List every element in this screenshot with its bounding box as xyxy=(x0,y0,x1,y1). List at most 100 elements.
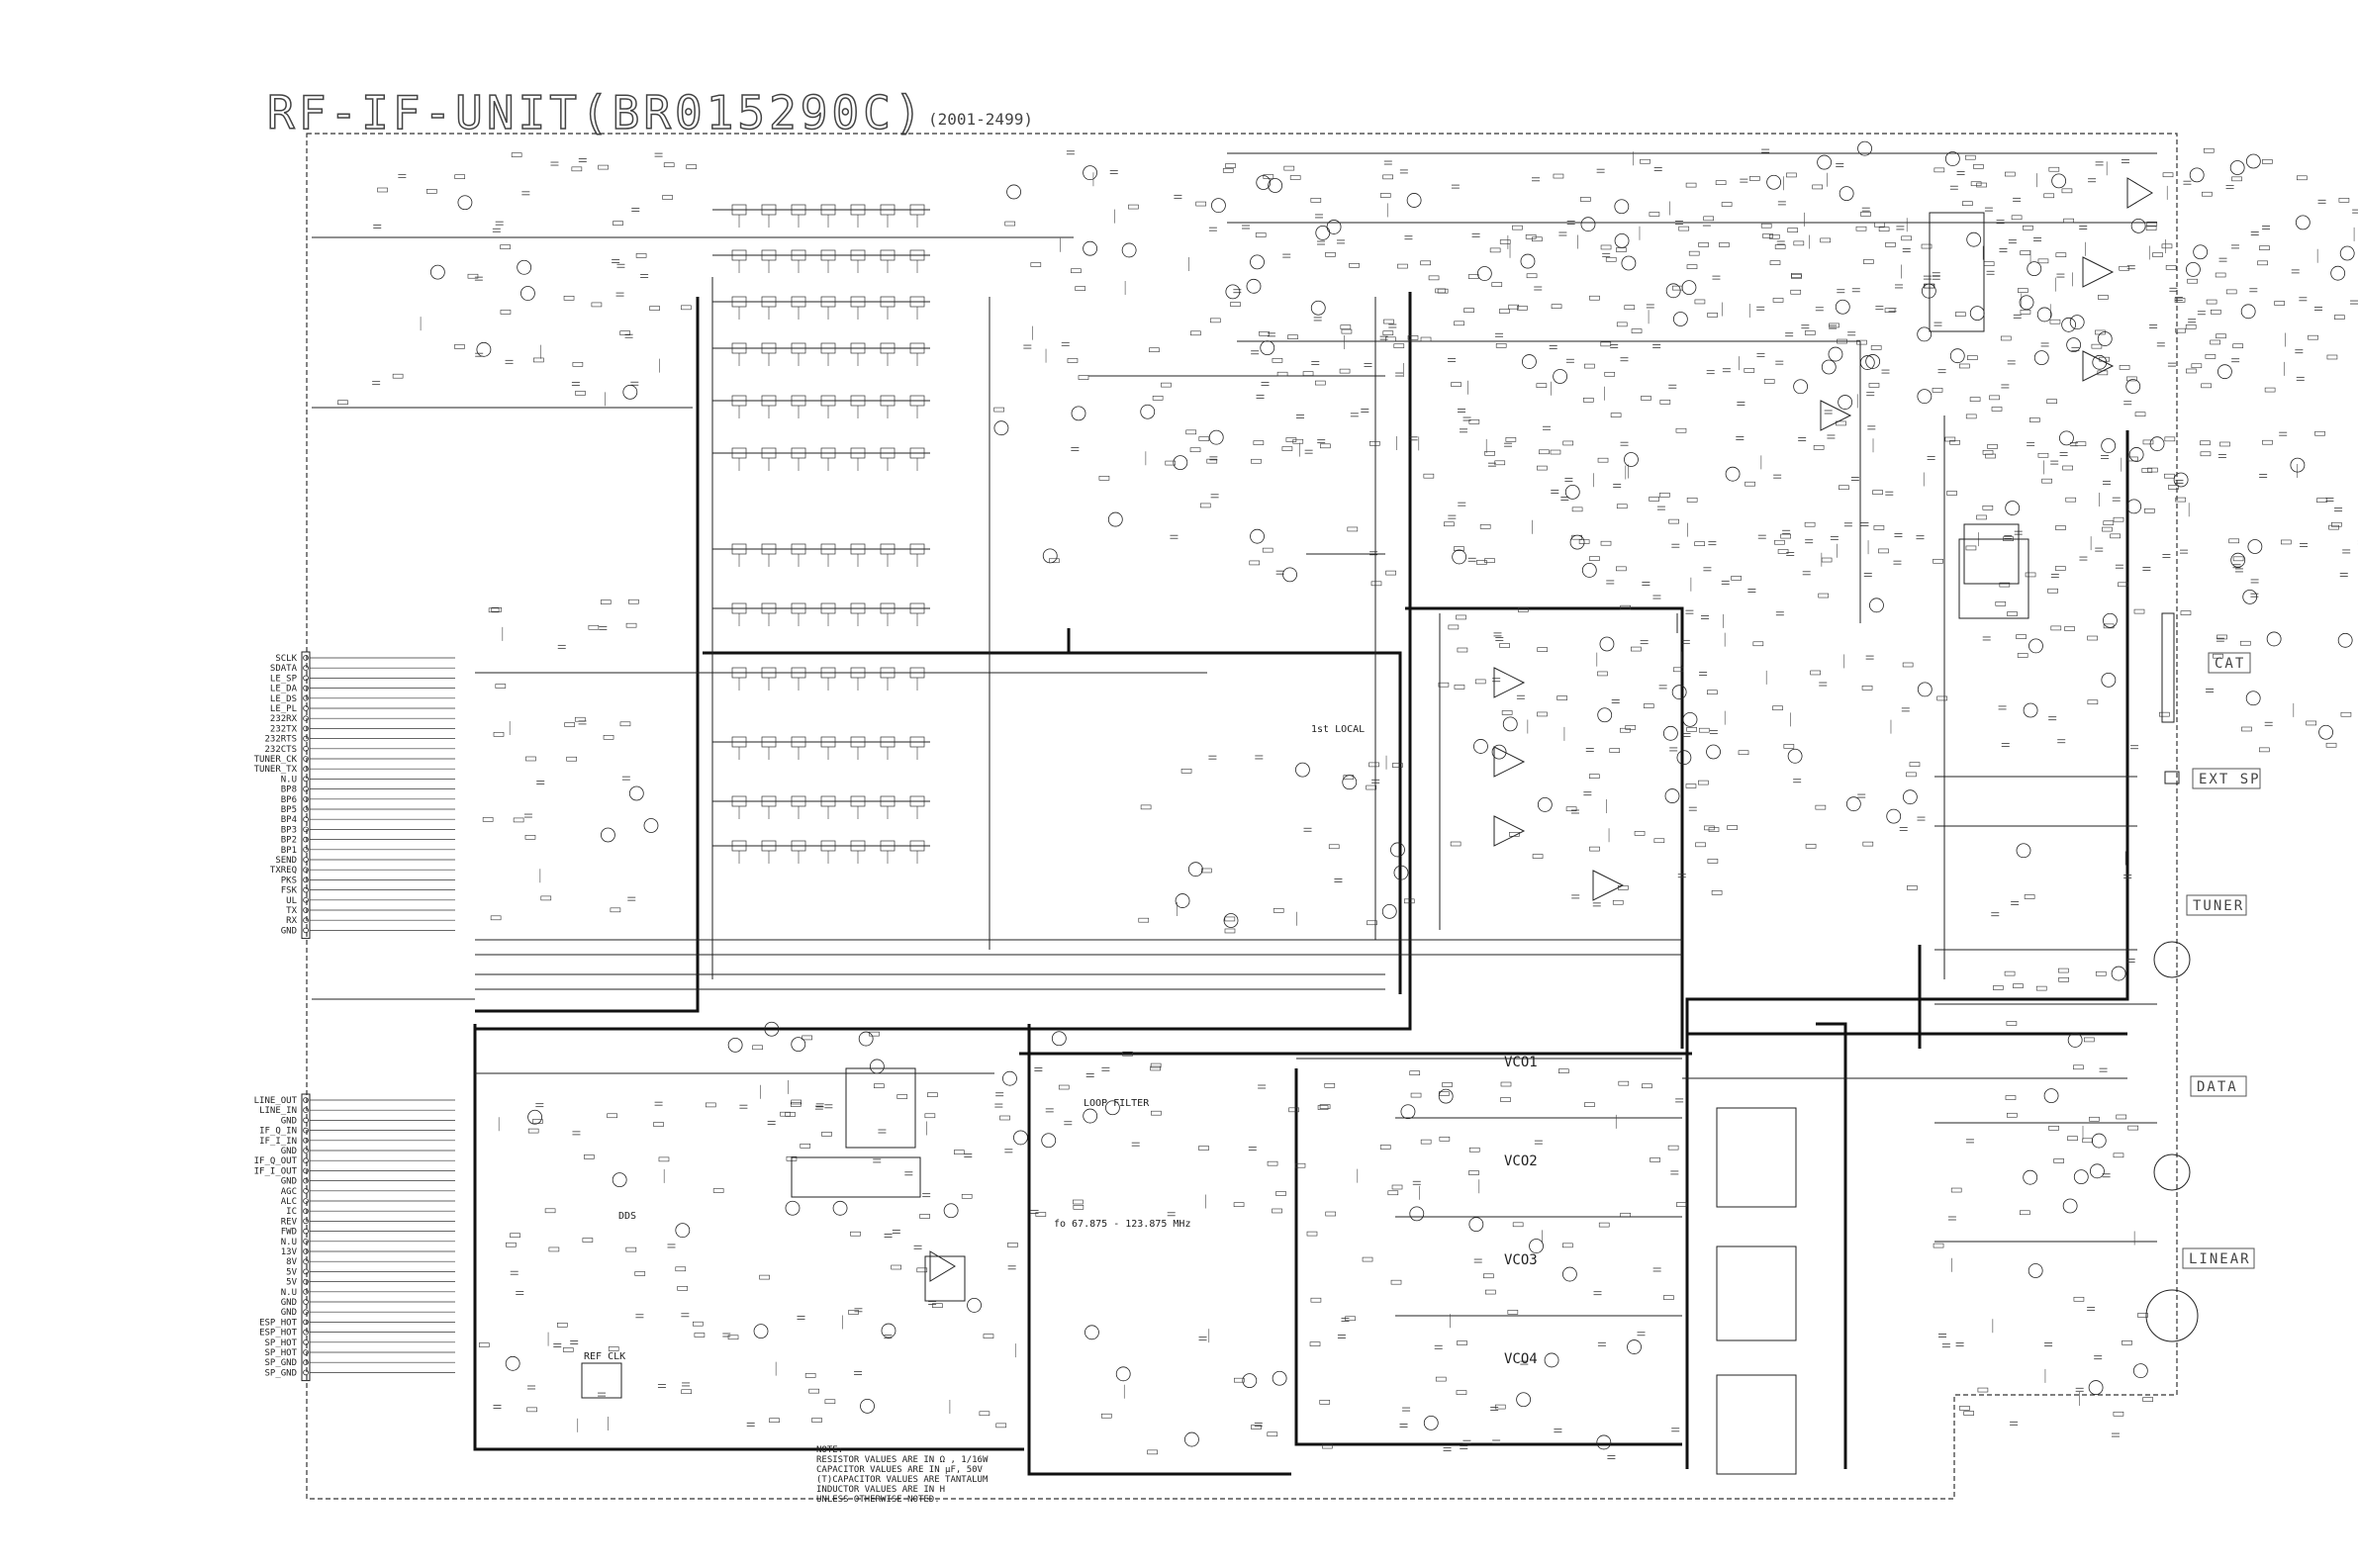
resistor-symbol xyxy=(1071,268,1082,274)
resistor-symbol xyxy=(1390,1279,1402,1285)
resistor-symbol xyxy=(2164,436,2176,442)
resistor-symbol xyxy=(1698,242,1709,247)
notes-block: NOTE: RESISTOR VALUES ARE IN Ω , 1/16W C… xyxy=(816,1445,989,1505)
transistor-symbol xyxy=(727,1037,743,1053)
resistor-symbol xyxy=(1597,671,1608,677)
resistor-symbol xyxy=(2314,430,2325,436)
resistor-symbol xyxy=(1439,1136,1451,1142)
transistor-symbol xyxy=(2330,265,2346,281)
resistor-symbol xyxy=(2191,363,2203,369)
transistor-symbol xyxy=(1208,429,1224,445)
connector-pin-label: UL xyxy=(286,896,297,906)
connector-pin xyxy=(303,1278,309,1285)
transistor-symbol xyxy=(1766,174,1782,190)
resistor-symbol xyxy=(1499,643,1510,648)
resistor-symbol xyxy=(1963,1411,1974,1416)
transistor-symbol xyxy=(1381,903,1397,919)
ext-sp-jack xyxy=(2164,771,2180,784)
transistor-symbol xyxy=(1310,300,1326,316)
resistor-symbol xyxy=(1612,899,1624,905)
resistor-symbol xyxy=(1474,679,1486,685)
resistor-symbol xyxy=(1600,244,1612,250)
resistor-symbol xyxy=(1263,174,1274,179)
resistor-symbol xyxy=(1686,498,1698,503)
connector-pin-label: FSK xyxy=(281,886,298,896)
resistor-symbol xyxy=(1556,695,1567,700)
resistor-symbol xyxy=(1676,1202,1687,1207)
connector-pin-label: N.U xyxy=(281,1238,297,1247)
vco3-label: VCO3 xyxy=(1504,1252,1538,1268)
resistor-symbol xyxy=(1774,539,1785,545)
transistor-symbol xyxy=(1294,762,1310,778)
resistor-symbol xyxy=(1762,233,1773,238)
resistor-symbol xyxy=(1251,1425,1262,1430)
ic-bottom-center xyxy=(924,1255,966,1302)
connector-pin xyxy=(303,1188,309,1194)
resistor-symbol xyxy=(1790,289,1802,295)
transistor-symbol xyxy=(785,1200,801,1216)
resistor-symbol xyxy=(1969,397,1981,402)
transistor-symbol xyxy=(1516,1392,1532,1408)
resistor-symbol xyxy=(1276,371,1288,377)
resistor-symbol xyxy=(1821,557,1833,563)
resistor-symbol xyxy=(2116,1114,2127,1120)
resistor-symbol xyxy=(625,1246,637,1252)
transistor-symbol xyxy=(2128,447,2144,462)
transistor-symbol xyxy=(628,785,644,801)
resistor-symbol xyxy=(1769,260,1781,265)
resistor-symbol xyxy=(634,1271,646,1276)
resistor-symbol xyxy=(919,1214,930,1219)
ic-right-lower-3 xyxy=(1716,1374,1797,1475)
resistor-symbol xyxy=(2020,1210,2030,1216)
resistor-symbol xyxy=(658,1156,670,1162)
svg-text:INDUCTOR VALUES ARE IN H: INDUCTOR VALUES ARE IN H xyxy=(816,1485,945,1495)
resistor-symbol xyxy=(1500,1097,1511,1102)
resistor-symbol xyxy=(2134,412,2146,417)
resistor-symbol xyxy=(426,189,437,194)
transistor-symbol xyxy=(601,827,615,843)
resistor-symbol xyxy=(2145,226,2157,231)
resistor-symbol xyxy=(1707,859,1719,864)
ic-right-mid xyxy=(1963,523,2020,585)
resistor-symbol xyxy=(1362,1256,1373,1262)
resistor-symbol xyxy=(1468,1147,1480,1153)
resistor-symbol xyxy=(681,305,692,311)
resistor-symbol xyxy=(1454,546,1464,551)
resistor-symbol xyxy=(1251,458,1262,464)
wire-network xyxy=(312,152,2157,1317)
resistor-symbol xyxy=(1667,1145,1679,1151)
connector-pin-label: FWD xyxy=(281,1228,297,1238)
resistor-symbol xyxy=(1901,235,1912,241)
resistor-symbol xyxy=(454,174,466,179)
transistor-symbol xyxy=(881,1323,896,1338)
connector-pin xyxy=(303,785,309,792)
transistor-symbol xyxy=(858,1031,874,1047)
resistor-symbol xyxy=(824,1399,836,1405)
resistor-symbol xyxy=(603,735,614,740)
connector-pin xyxy=(303,685,309,692)
resistor-symbol xyxy=(1152,396,1164,401)
resistor-symbol xyxy=(2203,147,2215,153)
resistor-symbol xyxy=(540,895,552,901)
resistor-symbol xyxy=(1030,262,1042,267)
connector-pin xyxy=(303,1117,309,1124)
resistor-symbol xyxy=(916,1267,928,1273)
transistor-symbol xyxy=(1672,312,1688,326)
resistor-symbol xyxy=(1379,193,1391,198)
resistor-symbol xyxy=(2000,335,2012,341)
resistor-symbol xyxy=(2141,468,2153,473)
resistor-symbol xyxy=(2175,497,2187,503)
resistor-symbol xyxy=(1550,449,1561,455)
resistor-symbol xyxy=(1934,167,1945,173)
resistor-symbol xyxy=(1649,212,1660,217)
resistor-symbol xyxy=(1122,1051,1133,1057)
resistor-symbol xyxy=(548,1246,560,1252)
transistor-symbol xyxy=(1473,739,1488,754)
resistor-symbol xyxy=(2213,653,2223,659)
resistor-symbol xyxy=(1653,838,1665,844)
resistor-symbol xyxy=(1924,283,1934,289)
transistor-symbol xyxy=(1597,707,1613,723)
resistor-symbol xyxy=(1294,1162,1306,1168)
connector-pin-label: 232RX xyxy=(270,714,298,724)
resistor-symbol xyxy=(2142,1397,2153,1402)
